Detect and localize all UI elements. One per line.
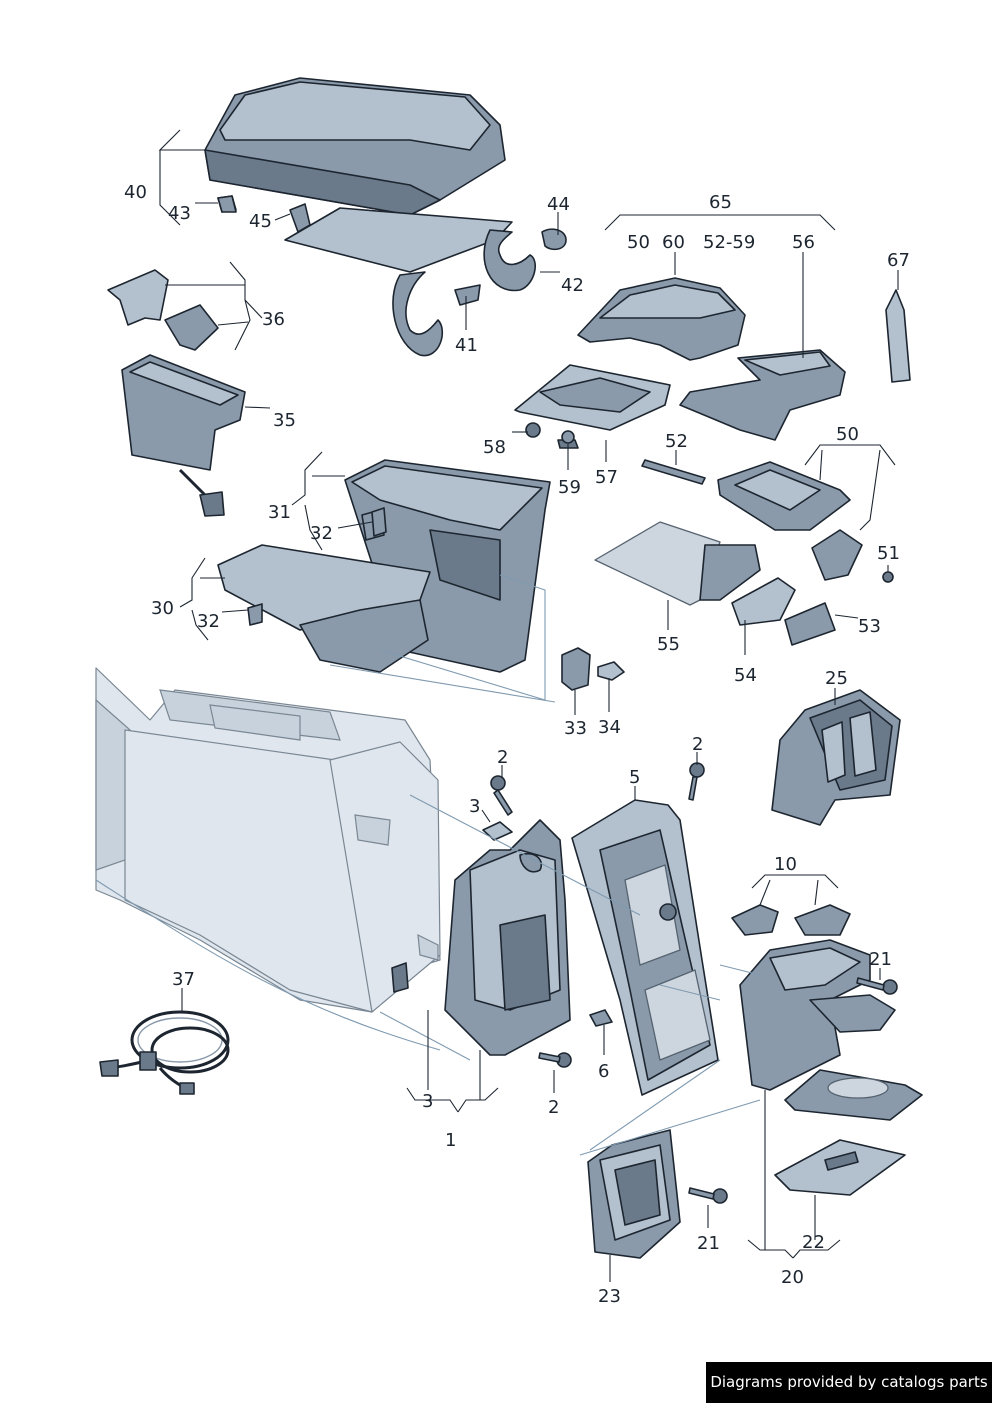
cap-34 (597, 661, 625, 681)
latch-50 (717, 461, 851, 531)
callout-35: 35 (273, 410, 296, 431)
callout-50-right: 50 (836, 424, 859, 445)
rod-52 (641, 459, 706, 485)
frame-56 (679, 349, 846, 441)
cover-60 (577, 277, 746, 361)
callout-5: 5 (629, 767, 640, 788)
holder-36 (107, 269, 219, 351)
callout-43: 43 (168, 203, 191, 224)
callout-31: 31 (268, 502, 291, 523)
callout-67: 67 (887, 250, 910, 271)
callout-21-lower: 21 (697, 1233, 720, 1254)
holder-23 (587, 1129, 681, 1259)
callout-40: 40 (124, 182, 147, 203)
callout-54: 54 (734, 665, 757, 686)
callout-22: 22 (802, 1232, 825, 1253)
callout-44: 44 (547, 194, 570, 215)
callout-51: 51 (877, 543, 900, 564)
vent-25 (771, 689, 901, 826)
callout-42: 42 (561, 275, 584, 296)
callout-55: 55 (657, 634, 680, 655)
callout-59: 59 (558, 477, 581, 498)
callout-41: 41 (455, 335, 478, 356)
screw-2c (538, 1052, 572, 1068)
callout-25: 25 (825, 668, 848, 689)
cover-22 (774, 1139, 906, 1196)
callout-23: 23 (598, 1286, 621, 1307)
armrest-40 (204, 77, 567, 357)
frame-1 (391, 819, 571, 1056)
cover-54 (731, 577, 796, 626)
screw-58 (525, 422, 541, 438)
callout-30: 30 (151, 598, 174, 619)
tray-30 (217, 544, 431, 673)
callout-53: 53 (858, 616, 881, 637)
callout-3-upper: 3 (469, 796, 480, 817)
cable-harness-37 (99, 1010, 230, 1095)
guide-lines (329, 574, 761, 1156)
screw-43 (217, 195, 237, 213)
callout-32-lower: 32 (197, 611, 220, 632)
callout-2-upper-right: 2 (692, 734, 703, 755)
callout-60: 60 (662, 232, 685, 253)
screw-2b (688, 762, 705, 801)
callout-2-upper-left: 2 (497, 747, 508, 768)
cover-53 (784, 602, 836, 646)
sealant-67 (885, 289, 911, 383)
console-body-ghost (95, 667, 471, 1061)
callout-52-59: 52-59 (703, 232, 755, 253)
callout-10: 10 (774, 854, 797, 875)
bracket-51 (811, 529, 894, 583)
callout-33: 33 (564, 718, 587, 739)
callout-52: 52 (665, 431, 688, 452)
switch-33 (561, 647, 591, 691)
callout-3-lower: 3 (422, 1091, 433, 1112)
clip-3 (482, 821, 513, 841)
screw-21b (688, 1187, 728, 1204)
callout-1: 1 (445, 1130, 456, 1151)
clip-32 (371, 507, 387, 537)
callout-57: 57 (595, 467, 618, 488)
callout-20: 20 (781, 1267, 804, 1288)
callout-34: 34 (598, 717, 621, 738)
callout-56: 56 (792, 232, 815, 253)
callout-65: 65 (709, 192, 732, 213)
callout-32-upper: 32 (310, 523, 333, 544)
footer-credit: Diagrams provided by catalogs parts (706, 1362, 992, 1403)
callout-21-upper: 21 (869, 949, 892, 970)
callout-2-lower: 2 (548, 1097, 559, 1118)
cupholder-20 (739, 939, 923, 1121)
lighter-10 (731, 904, 851, 936)
callout-36: 36 (262, 309, 285, 330)
screw-2a (490, 775, 513, 816)
trim-57 (514, 364, 671, 449)
clip-6 (589, 1009, 613, 1027)
callout-labels: 40 43 45 44 42 41 65 50 60 52-59 56 67 3… (124, 182, 910, 1307)
callout-45: 45 (249, 211, 272, 232)
screw-21a (856, 977, 898, 995)
leader-lines (158, 129, 899, 1282)
screw-59 (561, 430, 575, 444)
panel-5 (571, 799, 719, 1096)
mat-55 (594, 521, 761, 606)
callout-37: 37 (172, 969, 195, 990)
callout-50-top: 50 (627, 232, 650, 253)
callout-58: 58 (483, 437, 506, 458)
callout-6: 6 (598, 1061, 609, 1082)
tray-35 (121, 354, 246, 517)
